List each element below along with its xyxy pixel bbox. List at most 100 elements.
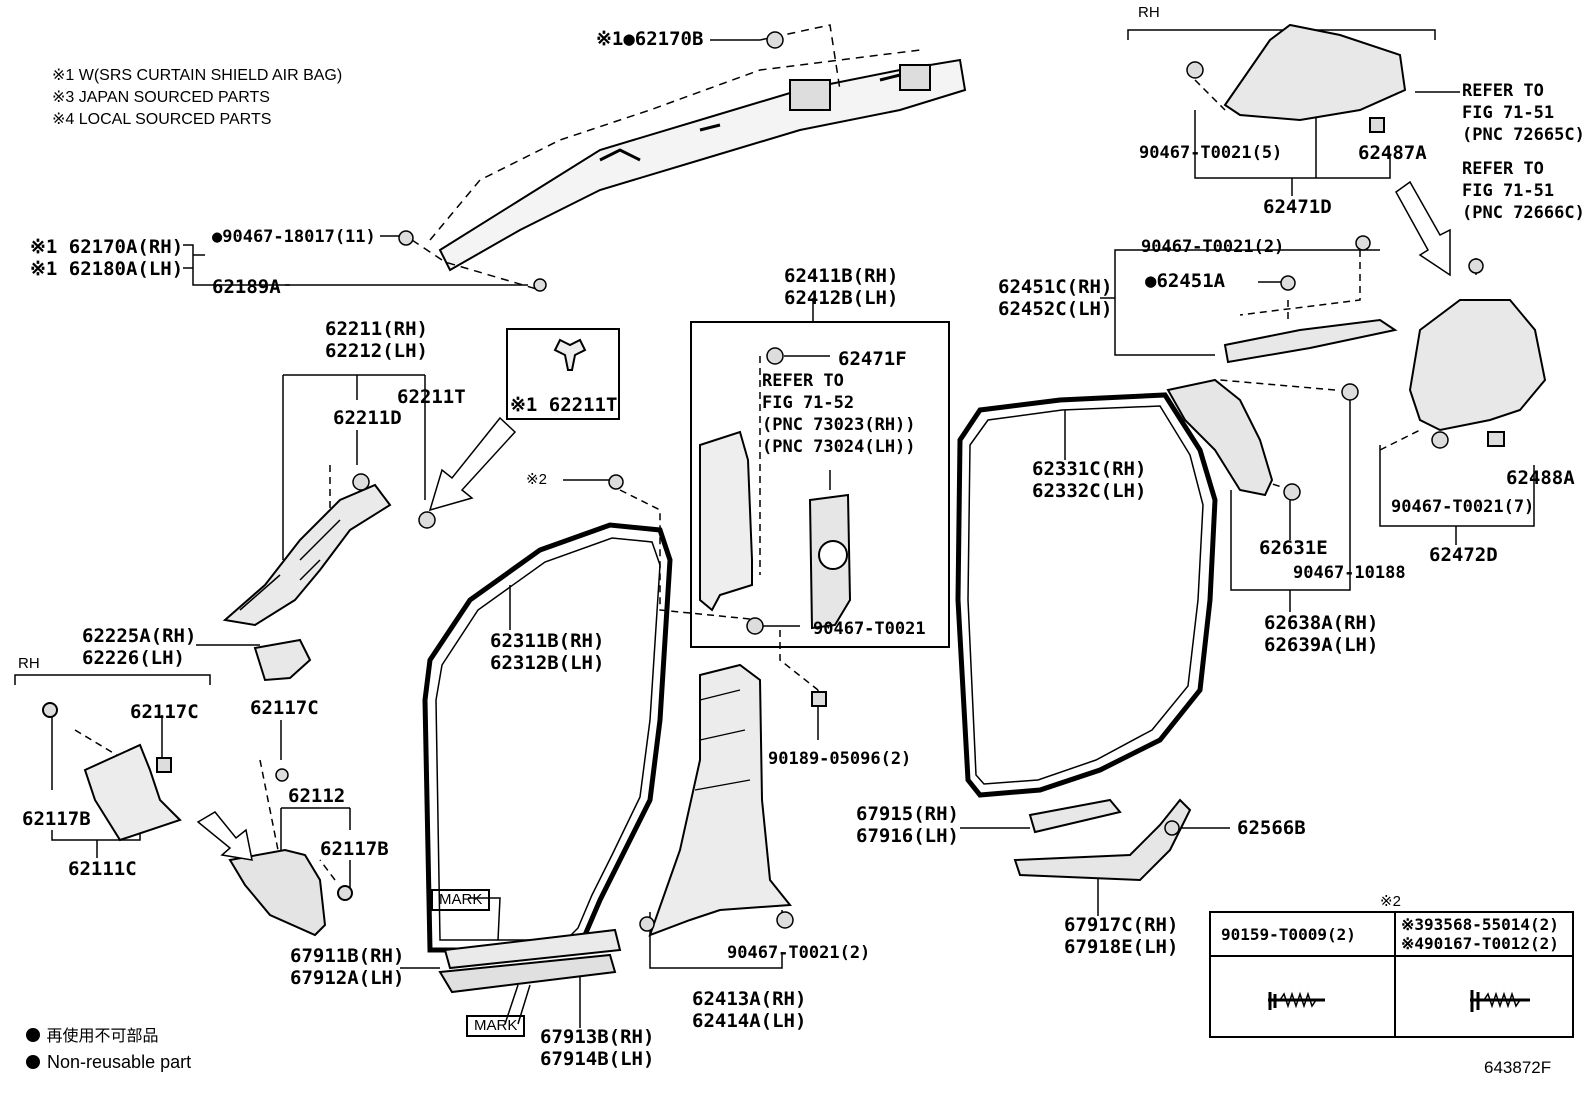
label-62189A: 62189A [212,276,281,298]
62488A-clip [1487,431,1505,447]
c-pillar-garnish-62638A [1166,378,1274,497]
label-62117B-b: 62117B [320,838,389,860]
note-4: ※4 LOCAL SOURCED PARTS [52,111,272,128]
label-62638A: 62638A(RH) [1264,612,1379,634]
arrow-pointer-1 [428,416,517,512]
62472D-piece [1408,299,1547,432]
label-62566B: 62566B [1237,817,1306,839]
label-62472D: 62472D [1429,544,1498,566]
label-62180A: ※1 62180A(LH) [30,258,184,280]
label-62212: 62212(LH) [325,340,428,362]
62211T-clip-detail [553,338,587,371]
clip-icon [275,768,289,782]
label-90467-T0021-5: 90467-T0021(5) [1139,143,1283,163]
label-ref52-1: REFER TO [762,371,844,391]
clip-icon [766,347,784,365]
label-62312B: 62312B(LH) [490,652,605,674]
label-90467-18017: ●90467-18017(11) [212,227,376,247]
label-62117C-a: 62117C [130,701,199,723]
mark-box-upper: MARK [431,889,491,911]
62117B-clip-b [337,885,353,901]
label-62332C: 62332C(LH) [1032,480,1147,502]
label-62211D: 62211D [333,407,402,429]
arrow-pointer-3 [1395,180,1451,277]
label-90189: 90189-05096(2) [768,749,912,769]
label-90467-T0021-2b: 90467-T0021(2) [727,943,871,963]
90189-clip [811,691,827,707]
label-62471F: 62471F [838,348,907,370]
table-col2b: ※490167-T0012(2) [1401,934,1559,953]
clip-icon [608,474,624,490]
label-62170B: ※1●62170B [596,28,704,50]
roof-side-garnish-62170A [438,58,967,272]
label-62639A: 62639A(LH) [1264,634,1379,656]
clip-icon [1341,383,1359,401]
screw-icon-2 [1470,990,1530,1012]
arrow-pointer-2 [196,811,253,861]
label-62311B: 62311B(RH) [490,630,605,652]
label-62471D: 62471D [1263,196,1332,218]
label-62117C-b: 62117C [250,697,319,719]
clip-icon [1164,820,1180,836]
figure-id: 643872F [1484,1058,1552,1077]
label-62117B-a: 62117B [22,808,91,830]
label-62170A: ※1 62170A(RH) [30,236,184,258]
label-62487A: 62487A [1358,142,1427,164]
label-90467-T0021-2c: 90467-T0021(2) [1141,237,1285,257]
clip-icon [639,916,655,932]
screw-icon-1 [1268,991,1325,1010]
62471D-piece [1223,23,1407,122]
clip-icon [1186,61,1204,79]
bullet-dot-icon [26,1028,40,1042]
clip-icon [766,31,784,49]
clip-icon [418,511,436,529]
clip-icon [352,473,370,491]
label-62331C: 62331C(RH) [1032,458,1147,480]
label-62413A: 62413A(RH) [692,988,807,1010]
label-67911B: 67911B(RH) [290,945,405,967]
clip-icon [776,911,794,929]
table-col1: 90159-T0009(2) [1221,925,1356,944]
label-ref51b-3: (PNC 72666C) [1462,203,1585,223]
label-ref52-4: (PNC 73024(LH)) [762,437,916,457]
upper-b-pillar-box [690,321,950,648]
label-90467-T0021-a: 90467-T0021 [813,619,926,639]
label-62226: 62226(LH) [82,647,185,669]
label-ref52-2: FIG 71-52 [762,393,855,413]
rear-door-weatherstrip-62331C [955,392,1218,798]
label-62488A: 62488A [1506,467,1575,489]
label-67912A: 67912A(LH) [290,967,405,989]
clip-icon [1280,275,1296,291]
front-door-weatherstrip-62311B [422,522,673,953]
label-90467-T0021-7: 90467-T0021(7) [1391,497,1535,517]
clip-icon [398,230,414,246]
62487A-clip [1369,117,1385,133]
label-67915: 67915(RH) [856,803,959,825]
label-62211T: 62211T [397,386,466,408]
table-title: ※2 [1380,893,1401,910]
legend-en: Non-reusable part [26,1051,191,1073]
label-ref51a-3: (PNC 72665C) [1462,125,1585,145]
solid-leaders [14,29,1535,1028]
leader-lines [411,24,921,291]
label-62411B: 62411B(RH) [784,265,899,287]
table-col2a: ※393568-55014(2) [1401,915,1559,934]
label-62451A: ●62451A [1145,270,1226,292]
note-3: ※3 JAPAN SOURCED PARTS [52,89,270,106]
scuff-plate-67913B [438,953,617,994]
note-1: ※1 W(SRS CURTAIN SHIELD AIR BAG) [52,67,343,84]
clip-icon [1468,258,1484,274]
62211T-detail-box [506,328,620,420]
clip-icon [746,617,764,635]
62117B-clip-a [42,702,58,718]
label-62112: 62112 [288,785,346,807]
label-ref52-3: (PNC 73023(RH)) [762,415,916,435]
upper-b-pillar-garnish [699,430,753,612]
lower-b-pillar-garnish-62413A [648,663,792,937]
label-ref51b-2: FIG 71-51 [1462,181,1555,201]
label-62111C: 62111C [68,858,137,880]
a-pillar-garnish-62211 [222,483,392,627]
62225A-piece [253,638,312,682]
label-rh-right: RH [1138,4,1160,21]
